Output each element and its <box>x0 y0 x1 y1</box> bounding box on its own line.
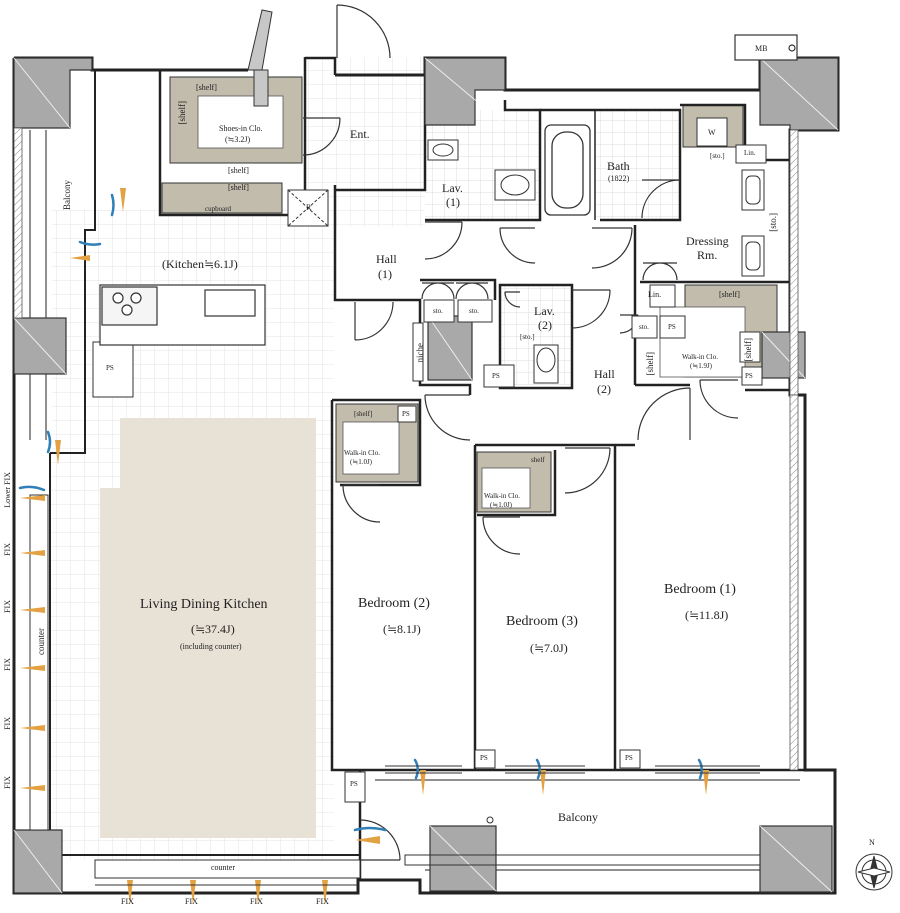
north-label: N <box>869 838 875 847</box>
entrance-corridor <box>247 9 273 107</box>
dressing-rm-label: Rm. <box>697 248 718 262</box>
shoes-closet-size: (≒3.2J) <box>225 135 251 144</box>
fix-west-5: FIX <box>3 776 12 789</box>
ldk-label: Living Dining Kitchen <box>140 597 268 612</box>
ps-label-east: PS <box>668 323 676 331</box>
window-lines <box>95 765 760 886</box>
hall1-label: Hall <box>376 252 397 266</box>
kitchen-label: (Kitchen≒6.1J) <box>162 257 238 271</box>
dressing-sto: [sto.] <box>768 213 778 232</box>
bedroom3-size: (≒7.0J) <box>530 641 568 655</box>
counter-south-label: counter <box>211 863 235 872</box>
niche-label: niche <box>415 343 425 363</box>
lav2-label: Lav. <box>534 304 555 318</box>
doors <box>302 4 739 861</box>
hall1-number: (1) <box>378 267 392 281</box>
small-fixtures <box>92 144 767 803</box>
walkin-bed3-label: Walk-in Clo. <box>484 492 520 500</box>
walkin-big-size: (≒1.9J) <box>690 362 713 370</box>
window-arrows <box>20 188 709 905</box>
walkin-bed2-label: Walk-in Clo. <box>344 449 380 457</box>
lav1-number: (1) <box>446 195 460 209</box>
fix-south-2: FIX <box>185 897 198 906</box>
cupboard-shelf: [shelf] <box>228 183 249 192</box>
lower-fix-label: Lower FIX <box>3 472 12 508</box>
dressing-sinks <box>741 169 765 277</box>
balcony-south-label: Balcony <box>558 810 598 824</box>
ldk-note: (including counter) <box>180 642 242 651</box>
washer <box>696 117 728 147</box>
shoes-shelf-side: [shelf] <box>177 101 187 125</box>
walkin-bed2-shelf: [shelf] <box>354 410 373 418</box>
window-sashes <box>18 193 703 832</box>
ps-label-kitchen: PS <box>106 364 114 372</box>
ps-label-bed1: PS <box>625 754 633 762</box>
lav2-sto: [sto.] <box>520 333 535 341</box>
mb-box <box>734 34 798 61</box>
ps-label-bed2: PS <box>402 410 410 418</box>
lav2-toilet <box>533 344 559 384</box>
ps-label-balcony: PS <box>350 780 358 788</box>
bath-size: (1822) <box>608 174 630 183</box>
walkin-bed3-shelf: shelf <box>531 456 545 464</box>
walkin-big-shelf-side: [shelf] <box>743 338 753 362</box>
hall2-number: (2) <box>597 382 611 396</box>
ps-label-bed3: PS <box>480 754 488 762</box>
fix-south-1: FIX <box>121 897 134 906</box>
cupboard-r <box>287 189 329 227</box>
lav1-label: Lav. <box>442 181 463 195</box>
fix-west-3: FIX <box>3 658 12 671</box>
dressing-label: Dressing <box>686 234 729 248</box>
north-compass <box>855 853 893 891</box>
fix-south-3: FIX <box>250 897 263 906</box>
balcony-south <box>404 816 761 866</box>
bedroom2-label: Bedroom (2) <box>358 596 430 611</box>
bathtub <box>544 124 591 216</box>
kitchen-island <box>99 284 266 346</box>
washer-sto: [sto.] <box>710 152 725 160</box>
hall1-sto-2: sto. <box>469 307 479 315</box>
linen-label: Lin. <box>648 290 662 299</box>
walkin-big-shelf-left: [shelf] <box>645 352 655 376</box>
hall1-sto-1: sto. <box>433 307 443 315</box>
walkin-bed2-size: (≒1.0J) <box>350 458 373 466</box>
bath-label: Bath <box>607 159 630 173</box>
fix-south-4: FIX <box>316 897 329 906</box>
ldk-size: (≒37.4J) <box>191 622 235 636</box>
wall-hatch <box>13 127 799 771</box>
walkin-big-sto: sto. <box>639 323 649 331</box>
fix-west-1: FIX <box>3 543 12 556</box>
linen-label-top: Lin. <box>744 149 756 157</box>
cupboard-label: cupboard <box>205 205 232 213</box>
shoes-closet-label: Shoes-in Clo. <box>219 124 263 133</box>
walkin-big-shelf: [shelf] <box>719 290 740 299</box>
bedroom2-size: (≒8.1J) <box>383 622 421 636</box>
fix-west-4: FIX <box>3 717 12 730</box>
lav1-fixtures <box>427 139 536 201</box>
balcony-west-label: Balcony <box>62 180 72 210</box>
entrance-label: Ent. <box>350 127 370 141</box>
bedroom3-label: Bedroom (3) <box>506 614 578 629</box>
ps-label-ne: PS <box>745 372 753 380</box>
bedroom1-size: (≒11.8J) <box>685 608 729 622</box>
walkin-bed3-size: (≒1.0J) <box>490 501 513 509</box>
bedroom1-label: Bedroom (1) <box>664 582 736 597</box>
r-label: R <box>306 203 312 212</box>
shoes-shelf-bottom: [shelf] <box>228 166 249 175</box>
counters <box>29 494 361 879</box>
washer-label: W <box>708 128 716 137</box>
counter-west-label: counter <box>36 628 46 655</box>
walkin-big-label: Walk-in Clo. <box>682 353 718 361</box>
lav2-number: (2) <box>538 318 552 332</box>
mb-label: MB <box>755 44 768 53</box>
hall2-label: Hall <box>594 367 615 381</box>
shoes-shelf-top: [shelf] <box>196 83 217 92</box>
fix-west-2: FIX <box>3 600 12 613</box>
ps-label-hall: PS <box>492 372 500 380</box>
